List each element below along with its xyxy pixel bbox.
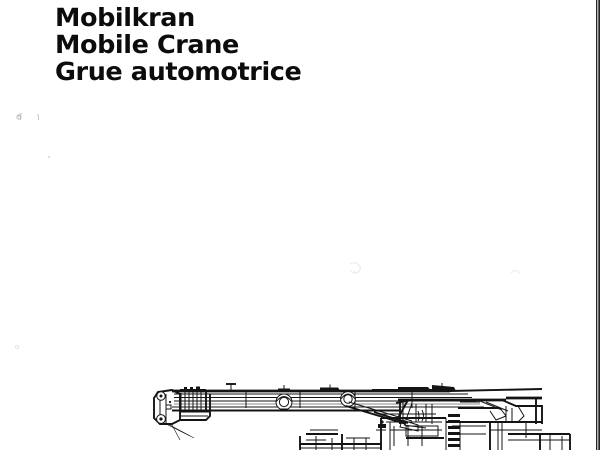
scan-speck-icon bbox=[10, 340, 26, 354]
crane-illustration: .ln { fill:none; stroke:#141414; stroke-… bbox=[150, 378, 595, 450]
scan-speck-icon bbox=[344, 258, 370, 280]
scan-speck-icon bbox=[508, 266, 524, 280]
title-line-french: Grue automotrice bbox=[55, 57, 302, 86]
scan-speck-icon bbox=[44, 152, 54, 162]
title-line-english: Mobile Crane bbox=[55, 30, 239, 59]
scan-speck-icon bbox=[14, 108, 60, 126]
title-line-german: Mobilkran bbox=[55, 3, 195, 32]
scan-page-edge bbox=[596, 0, 600, 450]
page-title: Mobilkran Mobile Crane Grue automotrice bbox=[55, 4, 475, 85]
scan-page-edge-hairline bbox=[596, 0, 597, 450]
